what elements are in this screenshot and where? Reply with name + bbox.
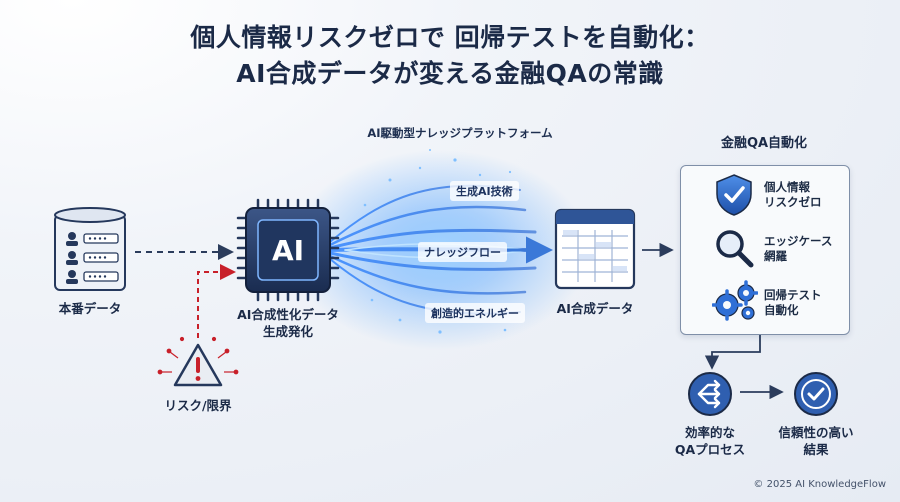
engine-label-line-1: AI合成性化データ <box>237 307 339 322</box>
ai-chip-icon <box>236 198 340 302</box>
feature-regression: 回帰テスト 自動化 <box>764 288 822 318</box>
flow-label-top: 生成AI技術 <box>450 181 519 201</box>
feature-privacy-line-1: 個人情報 <box>764 180 810 194</box>
result-reliable-line-2: 結果 <box>803 442 829 457</box>
feature-edge-cases-line-1: エッジケース <box>764 234 833 248</box>
magnifier-icon <box>716 230 754 268</box>
gears-icon <box>712 280 758 321</box>
engine-label-line-2: 生成発化 <box>262 324 313 339</box>
risk-label: リスク/限界 <box>164 398 232 413</box>
feature-edge-cases: エッジケース 網羅 <box>764 234 832 264</box>
flow-label-bottom: 創造的エネルギー <box>425 303 525 323</box>
shield-check-icon <box>716 174 752 216</box>
arrow-panel-to-results <box>704 334 761 370</box>
arrow-risk-to-engine <box>197 264 236 338</box>
feature-privacy-line-2: リスクゼロ <box>764 195 822 209</box>
title-line-1: 個人情報リスクゼロで 回帰テストを自動化： <box>190 23 710 52</box>
page-title: 個人情報リスクゼロで 回帰テストを自動化： AI合成データが変える金融QAの常識 <box>0 20 900 92</box>
dataset-table-icon <box>554 208 636 290</box>
engine-label: AI合成性化データ 生成発化 <box>228 306 348 340</box>
check-circle-icon <box>794 372 838 416</box>
share-arrows-icon <box>688 372 732 416</box>
feature-edge-cases-line-2: 網羅 <box>764 249 787 263</box>
source-label: 本番データ <box>58 301 122 316</box>
platform-label: AI駆動型ナレッジプラットフォーム <box>367 126 553 140</box>
output-label: AI合成データ <box>556 301 634 316</box>
result-efficient-qa-line-1: 効率的な <box>684 425 735 440</box>
ai-chip-text: AI <box>271 233 305 267</box>
feature-regression-line-1: 回帰テスト <box>764 288 822 302</box>
qa-panel-title: 金融QA自動化 <box>720 136 808 151</box>
title-line-2: AI合成データが変える金融QAの常識 <box>236 59 664 88</box>
result-reliable-line-1: 信頼性の高い <box>778 425 854 440</box>
copyright-footer: © 2025 AI KnowledgeFlow <box>753 479 886 490</box>
warning-icon <box>157 336 239 387</box>
database-icon <box>54 207 126 291</box>
result-efficient-qa: 効率的な QAプロセス <box>660 424 760 458</box>
result-reliable: 信頼性の高い 結果 <box>766 424 866 458</box>
feature-regression-line-2: 自動化 <box>764 303 799 317</box>
result-efficient-qa-line-2: QAプロセス <box>674 442 746 457</box>
qa-automation-panel <box>680 165 850 335</box>
flow-label-middle: ナレッジフロー <box>418 242 507 262</box>
flow-sparkles <box>363 149 512 334</box>
feature-privacy: 個人情報 リスクゼロ <box>764 180 822 210</box>
